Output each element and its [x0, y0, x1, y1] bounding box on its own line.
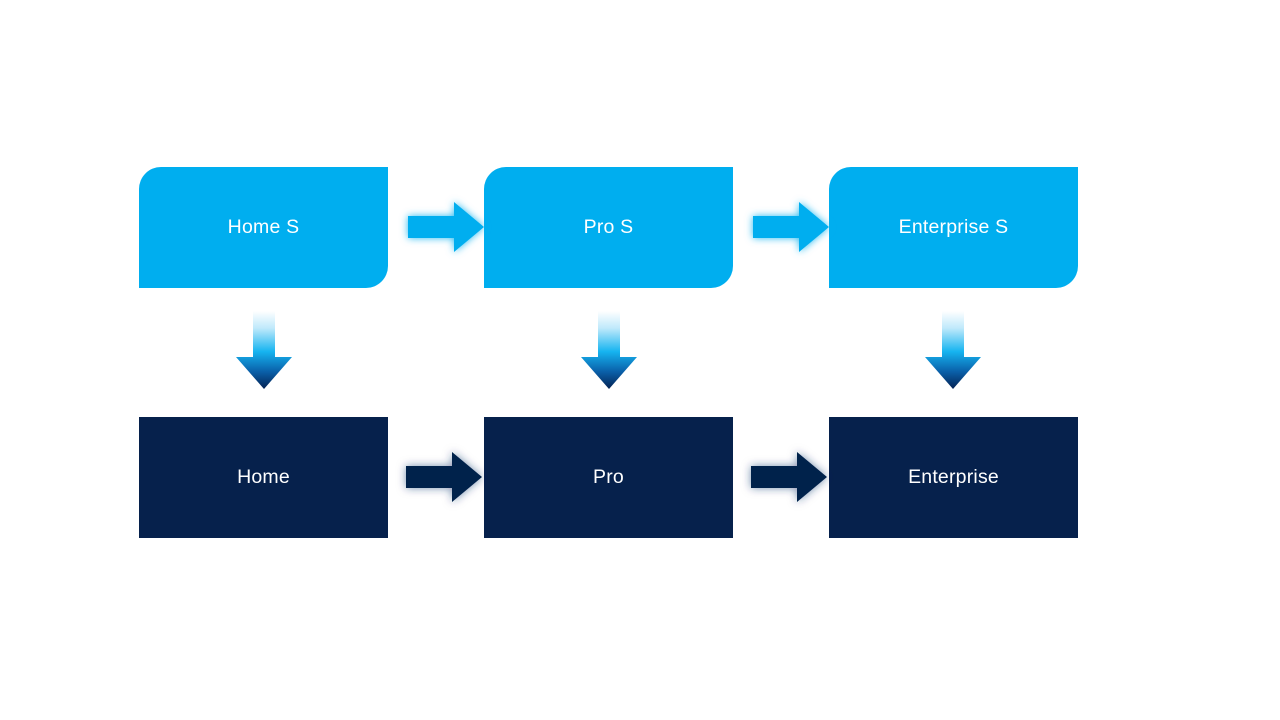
- node-pro[interactable]: Pro: [484, 417, 733, 538]
- node-label: Pro: [593, 465, 624, 488]
- arrow-right-icon: [406, 452, 482, 502]
- node-home[interactable]: Home: [139, 417, 388, 538]
- arrow-right-icon: [408, 202, 484, 252]
- node-home-s[interactable]: Home S: [139, 167, 388, 288]
- arrow-right-icon: [751, 452, 827, 502]
- node-label: Home S: [227, 215, 300, 238]
- node-label: Pro S: [583, 215, 634, 238]
- connector-down-arrow-home: [228, 305, 300, 397]
- node-enterprise[interactable]: Enterprise: [829, 417, 1078, 538]
- node-enterprise-s[interactable]: Enterprise S: [829, 167, 1078, 288]
- connector-service-arrow-1: [398, 191, 494, 263]
- node-pro-s[interactable]: Pro S: [484, 167, 733, 288]
- arrow-down-icon: [581, 311, 637, 389]
- connector-down-arrow-enterprise: [917, 305, 989, 397]
- node-label: Enterprise S: [898, 215, 1009, 238]
- connector-product-arrow-1: [396, 441, 492, 513]
- arrow-right-icon: [753, 202, 829, 252]
- arrow-down-icon: [925, 311, 981, 389]
- arrow-down-icon: [236, 311, 292, 389]
- node-label: Enterprise: [908, 465, 999, 488]
- connector-service-arrow-2: [743, 191, 839, 263]
- node-label: Home: [237, 465, 290, 488]
- connector-product-arrow-2: [741, 441, 837, 513]
- connector-down-arrow-pro: [573, 305, 645, 397]
